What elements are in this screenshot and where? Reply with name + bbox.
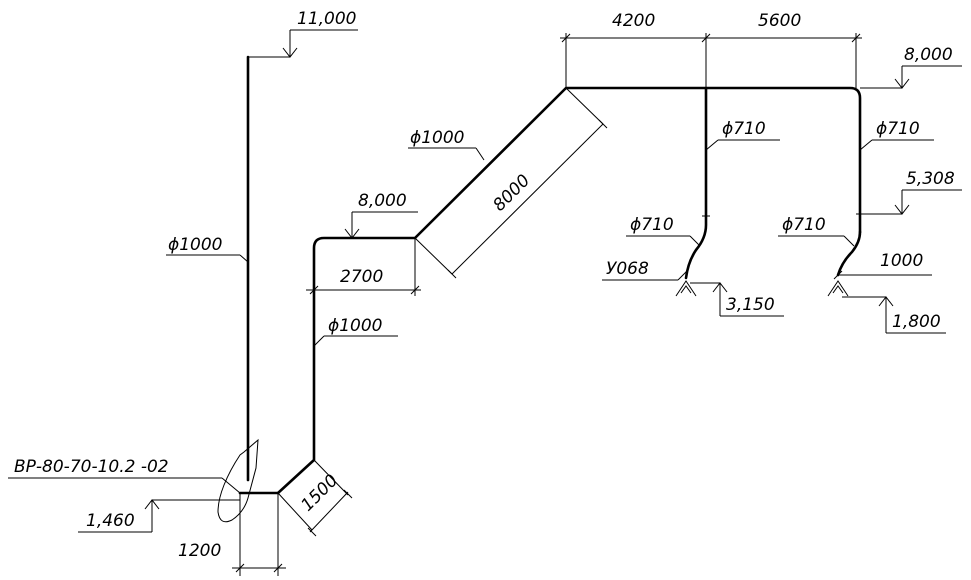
label-dim-4200: 4200 xyxy=(612,11,655,31)
label-dim-1000: 1000 xyxy=(880,251,923,271)
duct-lines xyxy=(238,55,862,495)
label-fan-model: ВР-80-70-10.2 -02 xyxy=(14,457,169,477)
label-diameter-1000-upper: ϕ1000 xyxy=(410,128,464,148)
duct-branch-right-curve xyxy=(836,230,862,277)
label-elev-8000-left: 8,000 xyxy=(358,191,407,211)
fan-volute xyxy=(217,438,259,523)
label-outlet-u068: У068 xyxy=(606,259,649,279)
leaders xyxy=(8,29,962,533)
label-elev-3150: 3,150 xyxy=(726,295,775,315)
label-diameter-710-middle: ϕ710 xyxy=(722,119,766,139)
label-elev-1800: 1,800 xyxy=(892,312,941,332)
label-dim-1200: 1200 xyxy=(178,541,221,561)
label-diameter-1000-lower: ϕ1000 xyxy=(328,316,382,336)
label-diameter-710-middle-lower: ϕ710 xyxy=(630,215,674,235)
labels: 11,000 8,000 8,000 5,308 3,150 1,800 1,4… xyxy=(14,9,955,561)
label-dim-2700: 2700 xyxy=(340,267,383,287)
label-elev-1460: 1,460 xyxy=(86,511,135,531)
label-dim-1500: 1500 xyxy=(297,471,342,516)
outlet-symbol-middle xyxy=(675,280,697,297)
label-elev-11000: 11,000 xyxy=(297,9,356,29)
fan-symbol xyxy=(217,438,259,523)
outlet-symbol-right xyxy=(827,280,849,297)
duct-branch-middle xyxy=(684,86,708,280)
label-elev-8000-right: 8,000 xyxy=(904,45,953,65)
label-dim-5600: 5600 xyxy=(758,11,801,31)
dimension-lines xyxy=(232,33,932,576)
label-diameter-710-right-lower: ϕ710 xyxy=(782,215,826,235)
outlet-markers xyxy=(675,213,864,297)
label-diameter-1000-left: ϕ1000 xyxy=(168,235,222,255)
label-elev-5308: 5,308 xyxy=(906,169,955,189)
label-diameter-710-right: ϕ710 xyxy=(876,119,920,139)
label-dim-8000-diagonal: 8000 xyxy=(489,171,534,216)
